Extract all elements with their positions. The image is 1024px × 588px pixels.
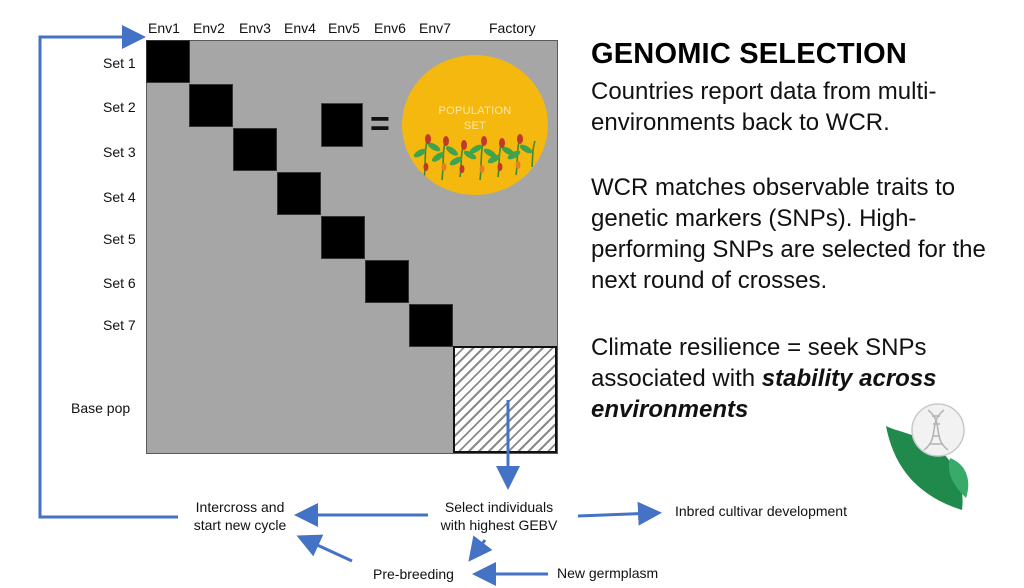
flow-inbred-cultivar: Inbred cultivar development xyxy=(675,503,847,519)
arrow-prebreeding-to-intercross xyxy=(296,534,353,563)
row-label-set4: Set 4 xyxy=(103,189,136,205)
panel-heading: GENOMIC SELECTION xyxy=(591,38,907,70)
col-label-env4: Env4 xyxy=(284,20,316,36)
col-label-factory: Factory xyxy=(489,20,536,36)
legend-equals-sign: = xyxy=(370,105,390,143)
col-label-env6: Env6 xyxy=(374,20,406,36)
col-label-env2: Env2 xyxy=(193,20,225,36)
col-label-env5: Env5 xyxy=(328,20,360,36)
population-label-line2: SET xyxy=(463,120,487,132)
row-label-set2: Set 2 xyxy=(103,99,136,115)
panel-paragraph-3-text: Climate resilience = seek SNPs associate… xyxy=(591,334,927,392)
arrow-select-to-inbred xyxy=(577,501,662,526)
arrow-select-to-prebreeding xyxy=(468,535,493,562)
matrix-cell-set2-env2 xyxy=(189,84,233,127)
col-label-env1: Env1 xyxy=(148,20,180,36)
matrix-cell-set4-env4 xyxy=(277,172,321,215)
flow-select-line2: with highest GEBV xyxy=(440,517,558,533)
matrix-cell-set7-env7 xyxy=(409,304,453,347)
wcr-leaf-logo xyxy=(886,403,969,510)
matrix-cell-set1-env1 xyxy=(146,40,190,83)
matrix-cell-base-pop-factory xyxy=(453,346,557,453)
panel-paragraph-3: Climate resilience = seek SNPs associate… xyxy=(591,332,1011,425)
population-label-line1: POPULATION xyxy=(438,105,512,117)
arrow-cycle-loop xyxy=(38,25,178,519)
row-label-set5: Set 5 xyxy=(103,231,136,247)
population-set-circle: POPULATION SET xyxy=(402,55,548,195)
col-label-env3: Env3 xyxy=(239,20,271,36)
panel-paragraph-2: WCR matches observable traits to genetic… xyxy=(591,174,986,294)
crop-plants-icon xyxy=(413,134,536,181)
row-label-set7: Set 7 xyxy=(103,317,136,333)
row-label-set6: Set 6 xyxy=(103,275,136,291)
flow-new-germplasm: New germplasm xyxy=(557,565,659,581)
flow-prebreeding: Pre-breeding xyxy=(373,566,454,582)
flow-intercross: Intercross and start new cycle xyxy=(182,498,298,534)
matrix-cell-set3-env3 xyxy=(233,128,277,171)
flow-intercross-line1: Intercross and xyxy=(195,499,285,515)
col-label-env7: Env7 xyxy=(419,20,451,36)
legend-square xyxy=(321,103,363,147)
row-label-base-pop: Base pop xyxy=(71,400,131,416)
row-label-set3: Set 3 xyxy=(103,144,136,160)
panel-paragraph-1: Countries report data from multi-environ… xyxy=(591,78,937,136)
flow-select-individuals: Select individuals with highest GEBV xyxy=(429,498,569,534)
row-label-set1: Set 1 xyxy=(103,55,136,71)
matrix-cell-set6-env6 xyxy=(365,260,409,303)
matrix-cell-set5-env5 xyxy=(321,216,365,259)
flow-select-line1: Select individuals xyxy=(444,499,554,515)
flow-intercross-line2: start new cycle xyxy=(193,517,287,533)
panel-paragraph-3-emphasis: stability across environments xyxy=(591,365,937,423)
